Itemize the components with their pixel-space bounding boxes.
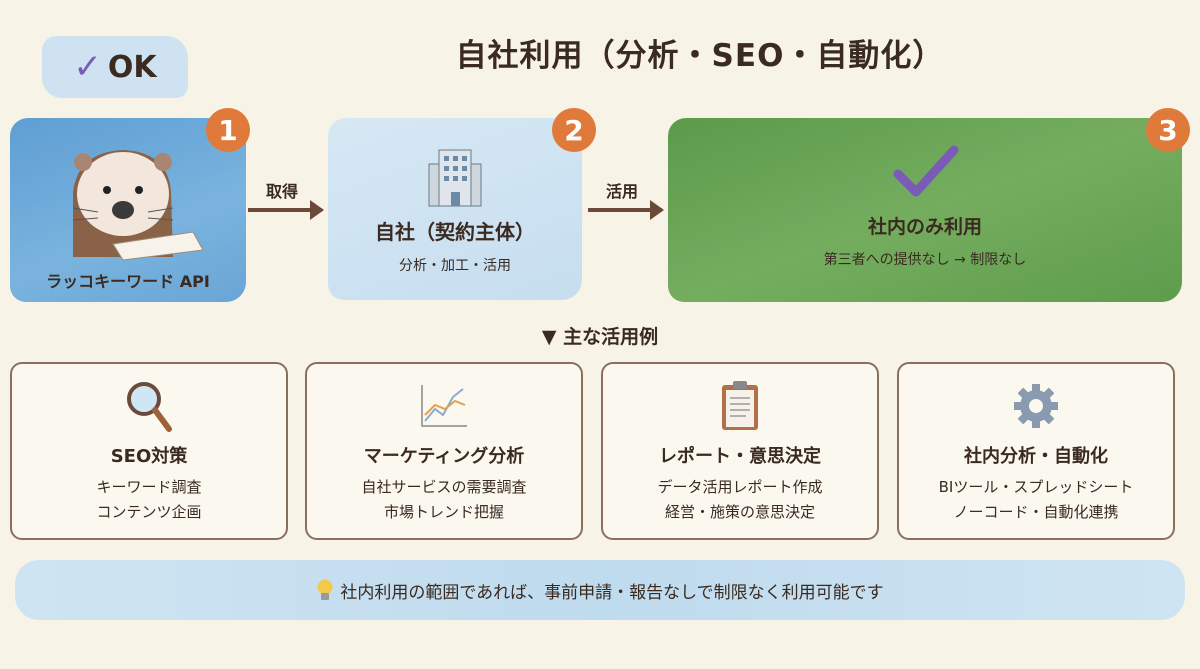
line-chart-icon — [421, 385, 467, 427]
card-title: 社内分析・自動化 — [964, 446, 1108, 467]
step-1-number-badge: 1 — [206, 108, 250, 152]
step-1-api-box: ラッコキーワード API — [10, 118, 246, 302]
step-2-title: 自社（契約主体） — [375, 220, 535, 244]
building-icon — [428, 149, 482, 207]
card-line: コンテンツ企画 — [96, 503, 202, 521]
card-title: マーケティング分析 — [363, 446, 525, 467]
ok-badge: ✓ OK — [42, 36, 188, 98]
arrow-right-icon — [248, 200, 324, 220]
card-line: 自社サービスの需要調査 — [361, 478, 527, 496]
card-seo: SEO対策 キーワード調査 コンテンツ企画 — [10, 362, 288, 540]
card-line: 市場トレンド把握 — [383, 503, 504, 521]
card-title: レポート・意思決定 — [659, 446, 821, 467]
step-3-subtitle: 第三者への提供なし → 制限なし — [823, 252, 1027, 268]
card-report: レポート・意思決定 データ活用レポート作成 経営・施策の意思決定 — [601, 362, 879, 540]
step-2-company-box: 自社（契約主体） 分析・加工・活用 — [328, 118, 582, 300]
step-2-number-badge: 2 — [552, 108, 596, 152]
card-marketing: マーケティング分析 自社サービスの需要調査 市場トレンド把握 — [305, 362, 583, 540]
arrow-right-icon — [588, 200, 664, 220]
clipboard-icon — [722, 381, 758, 430]
page-title: 自社利用（分析・SEO・自動化） — [455, 38, 945, 74]
check-icon: ✓ — [73, 47, 102, 87]
card-line: 経営・施策の意思決定 — [664, 503, 815, 521]
step-2-subtitle: 分析・加工・活用 — [399, 258, 511, 274]
card-line: ノーコード・自動化連携 — [953, 503, 1119, 521]
gear-icon — [1014, 384, 1058, 428]
examples-heading: ▼ 主な活用例 — [541, 326, 659, 348]
arrow-label-use: 活用 — [606, 182, 639, 201]
step-3-number-badge: 3 — [1146, 108, 1190, 152]
card-line: データ活用レポート作成 — [657, 478, 823, 496]
card-automation: 社内分析・自動化 BIツール・スプレッドシート ノーコード・自動化連携 — [897, 362, 1175, 540]
ok-label: OK — [107, 49, 157, 85]
card-title: SEO対策 — [110, 446, 188, 467]
step-3-internal-use-box: 社内のみ利用 第三者への提供なし → 制限なし — [668, 118, 1182, 302]
lightbulb-icon — [317, 579, 333, 600]
info-banner: 社内利用の範囲であれば、事前申請・報告なしで制限なく利用可能です — [15, 560, 1185, 620]
magnifier-icon — [127, 382, 172, 432]
banner-text: 社内利用の範囲であれば、事前申請・報告なしで制限なく利用可能です — [340, 582, 884, 603]
checkmark-icon — [893, 145, 959, 197]
otter-icon — [72, 150, 204, 261]
step-3-title: 社内のみ利用 — [867, 216, 982, 238]
card-line: キーワード調査 — [96, 478, 202, 496]
step-1-label: ラッコキーワード API — [46, 272, 210, 291]
arrow-label-acquire: 取得 — [266, 182, 299, 201]
card-line: BIツール・スプレッドシート — [938, 478, 1134, 496]
